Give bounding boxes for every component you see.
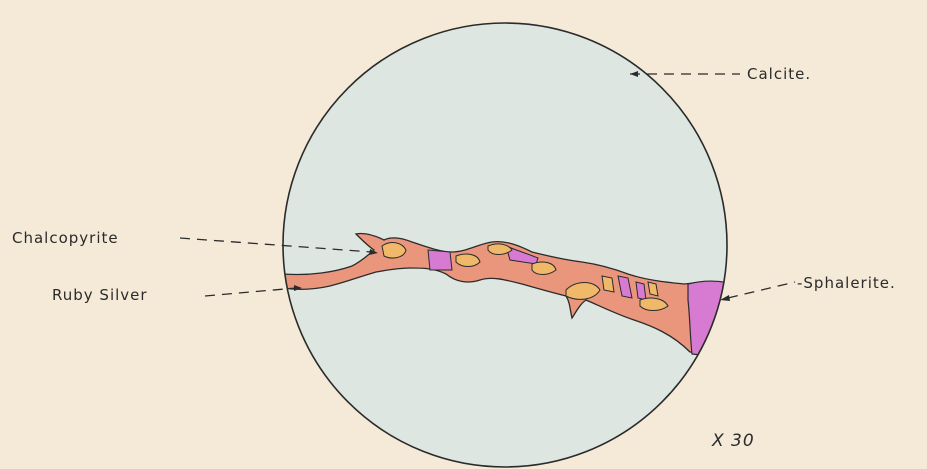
sphalerite-label: -Sphalerite. [797,274,896,292]
chalcopyrite-grain [648,282,658,296]
calcite-label: Calcite. [747,65,811,83]
sphalerite-grain [636,282,646,300]
ruby-silver-leader [205,288,296,296]
chalcopyrite-label: Chalcopyrite [12,229,119,247]
chalcopyrite-grain [602,276,614,292]
sphalerite-leader [728,282,795,298]
sphalerite-grain [428,250,452,270]
sphalerite-grain [688,281,738,355]
magnification-label: X 30 [711,431,755,451]
ruby-silver-label: Ruby Silver [52,286,148,304]
